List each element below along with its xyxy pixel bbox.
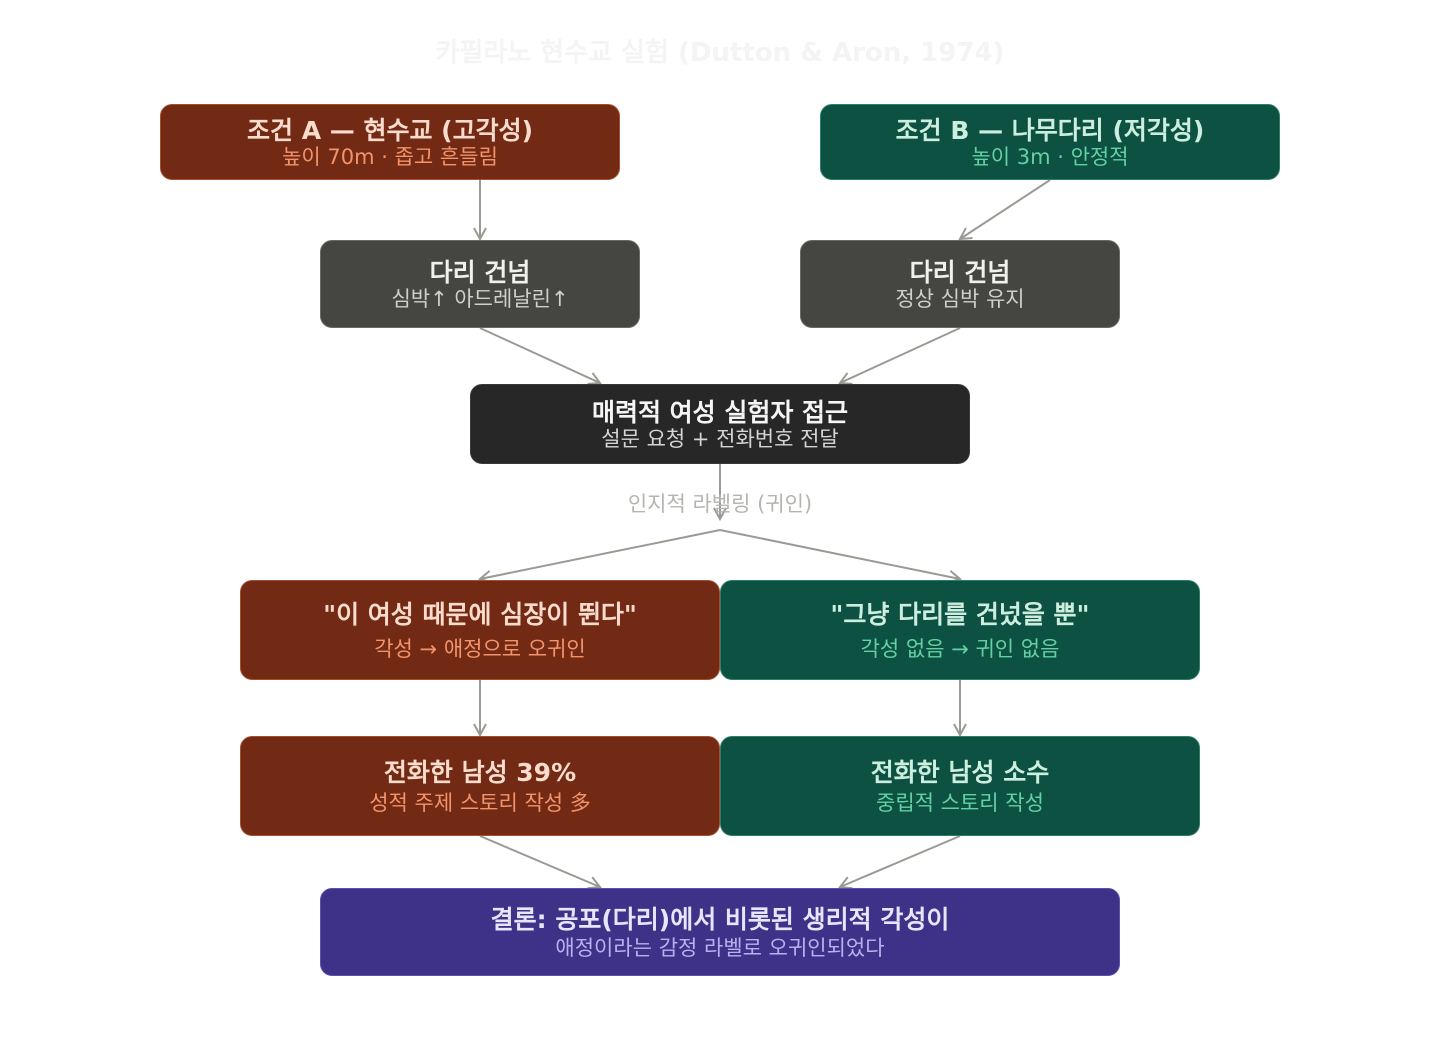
result-a-node: 전화한 남성 39% 성적 주제 스토리 작성 多 (240, 736, 720, 836)
condition-b-detail: 높이 3m · 안정적 (971, 144, 1129, 169)
attribution-a-quote: "이 여성 때문에 심장이 뛴다" (323, 599, 637, 629)
cross-bridge-a-detail: 심박↑ 아드레날린↑ (391, 286, 569, 311)
approach-detail: 설문 요청 + 전화번호 전달 (601, 426, 839, 451)
approach-title: 매력적 여성 실험자 접근 (591, 397, 849, 427)
result-a-title: 전화한 남성 39% (383, 757, 577, 787)
result-b-title: 전화한 남성 소수 (870, 757, 1050, 787)
conclusion-node: 결론: 공포(다리)에서 비롯된 생리적 각성이 애정이라는 감정 라벨로 오귀… (320, 888, 1120, 976)
condition-b-title: 조건 B — 나무다리 (저각성) (895, 115, 1205, 145)
approach-node: 매력적 여성 실험자 접근 설문 요청 + 전화번호 전달 (470, 384, 970, 464)
arrow-result-b-to-conclusion (840, 835, 961, 887)
diagram-title: 카필라노 현수교 실험 (Dutton & Aron, 1974) (435, 38, 1005, 68)
cross-bridge-b-title: 다리 건넘 (909, 257, 1011, 287)
result-b-detail: 중립적 스토리 작성 (876, 790, 1044, 815)
cross-bridge-b-node: 다리 건넘 정상 심박 유지 (800, 240, 1120, 328)
attribution-b-node: "그냥 다리를 건넜을 뿐" 각성 없음 → 귀인 없음 (720, 580, 1200, 680)
arrow-split-right (719, 529, 960, 579)
attribution-a-detail: 각성 → 애정으로 오귀인 (374, 636, 586, 661)
result-b-node: 전화한 남성 소수 중립적 스토리 작성 (720, 736, 1200, 836)
cross-bridge-a-node: 다리 건넘 심박↑ 아드레날린↑ (320, 240, 640, 328)
cross-bridge-a-title: 다리 건넘 (429, 257, 531, 287)
arrow-split-left (480, 529, 721, 579)
attribution-a-node: "이 여성 때문에 심장이 뛴다" 각성 → 애정으로 오귀인 (240, 580, 720, 680)
condition-a-node: 조건 A — 현수교 (고각성) 높이 70m · 좁고 흔들림 (160, 104, 620, 180)
result-a-detail: 성적 주제 스토리 작성 多 (369, 790, 591, 815)
arrow-result-a-to-conclusion (479, 835, 600, 887)
arrow-cond-b-to-cross-b (960, 179, 1051, 239)
arrow-cross-b-to-approach (840, 327, 961, 383)
conclusion-detail: 애정이라는 감정 라벨로 오귀인되었다 (555, 935, 885, 960)
attribution-b-detail: 각성 없음 → 귀인 없음 (860, 636, 1060, 661)
cognitive-labeling-label: 인지적 라벨링 (귀인) (627, 492, 813, 516)
cross-bridge-b-detail: 정상 심박 유지 (895, 286, 1025, 311)
attribution-b-quote: "그냥 다리를 건넜을 뿐" (830, 599, 1090, 629)
condition-a-title: 조건 A — 현수교 (고각성) (246, 115, 533, 145)
condition-a-detail: 높이 70m · 좁고 흔들림 (282, 144, 498, 169)
condition-b-node: 조건 B — 나무다리 (저각성) 높이 3m · 안정적 (820, 104, 1280, 180)
conclusion-title: 결론: 공포(다리)에서 비롯된 생리적 각성이 (490, 904, 950, 934)
arrow-cross-a-to-approach (479, 327, 600, 383)
